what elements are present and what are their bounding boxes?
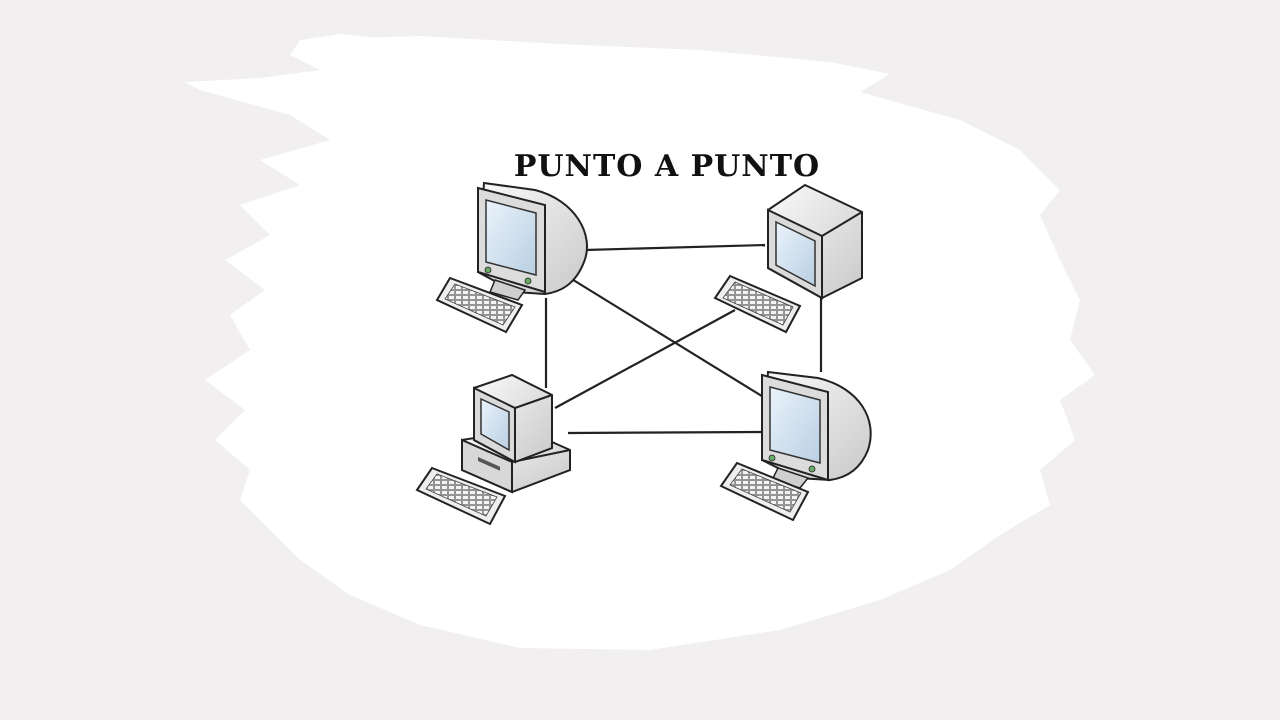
brush-stroke-streak — [300, 34, 380, 46]
monitor-computer-icon — [767, 183, 863, 300]
desktop-tower-computer-icon — [461, 373, 571, 494]
crt-monitor-computer-icon — [760, 370, 872, 489]
network-links — [544, 243, 823, 435]
link-bottom-left-bottom-right — [567, 430, 763, 435]
brush-stroke-background — [185, 36, 1095, 650]
diagram-title: PUNTO A PUNTO — [514, 149, 820, 184]
keyboard-icon — [713, 274, 802, 334]
keyboard-icon — [719, 461, 810, 522]
link-top-left-top-right — [584, 243, 766, 252]
keyboard-icon — [435, 276, 524, 334]
link-top-left-bottom-right — [569, 277, 766, 399]
crt-monitor-computer-icon — [476, 181, 588, 301]
keyboard-icon — [415, 466, 507, 526]
link-top-right-bottom-left — [554, 309, 736, 409]
